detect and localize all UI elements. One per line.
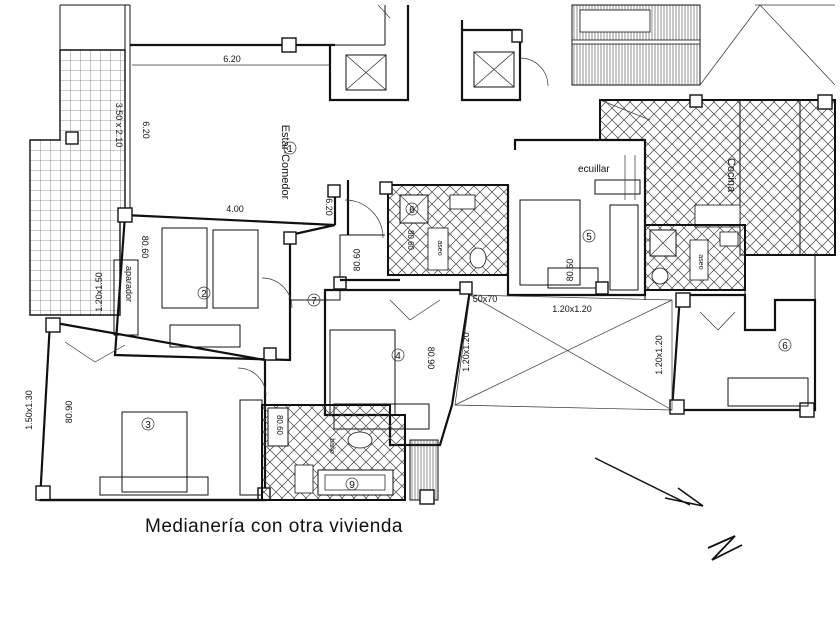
dim-0060-b: 80.60	[406, 230, 415, 251]
fixture-labels: aseo aseo baño	[328, 240, 704, 453]
dim-50x70: 50x70	[473, 294, 498, 304]
elevator-shaft-b	[460, 20, 549, 102]
hallway	[290, 234, 400, 301]
kitchen-label: Cocina	[725, 158, 737, 193]
dim-150x130: 1.50x1.30	[24, 390, 34, 430]
bathroom-9	[261, 404, 439, 505]
dim-0090-b: 80.90	[64, 401, 74, 424]
dim-120x120-a: 1.20x1.20	[552, 304, 592, 314]
dim-0060-e: 80.60	[275, 415, 284, 436]
room-6a-number: 6	[409, 205, 415, 216]
column	[65, 131, 79, 145]
room-7-number: 7	[311, 296, 317, 307]
dim-120x120-b: 1.20x1.20	[461, 332, 471, 372]
dim-080-b: 80.60	[352, 249, 362, 272]
room-3-number: 3	[145, 420, 151, 431]
dim-0090-a: 80.90	[426, 347, 436, 370]
patio	[454, 290, 673, 411]
room-9-number: 9	[349, 480, 355, 491]
bano-label: baño	[328, 438, 335, 454]
bedroom-6	[669, 255, 817, 418]
aparador-label: aparador	[124, 266, 134, 302]
room-labels: 1 Estar-Comedor 2 3 4 5 6 6 7 9 Cocina e…	[124, 125, 792, 491]
room-1-number: 1	[287, 144, 293, 155]
room-5-number: 5	[586, 232, 592, 243]
top-walls	[60, 4, 410, 102]
terrace-left	[29, 5, 126, 316]
bathroom-6a	[379, 181, 509, 276]
dim-620-mid: 6.20	[324, 198, 334, 216]
dim-080-c: 80.60	[565, 259, 575, 282]
room-1-name: Estar-Comedor	[279, 125, 291, 200]
bathroom-6b	[644, 224, 746, 291]
aseo-label-a: aseo	[436, 240, 443, 255]
room-4-number: 4	[395, 351, 401, 362]
room-marker	[283, 141, 297, 155]
aseo-label-b: aseo	[697, 254, 704, 269]
dim-400: 4.00	[226, 204, 244, 214]
ecuillar-label: ecuillar	[578, 164, 610, 175]
living-room	[129, 45, 384, 239]
dim-120x150: 1.20x1.50	[94, 272, 104, 312]
bedroom-2	[113, 207, 336, 362]
dim-620-left: 6.20	[141, 121, 151, 139]
dim-620-top: 6.20	[223, 54, 241, 64]
plan-caption: Medianería con otra vivienda	[145, 516, 403, 537]
dimension-labels: 6.20 3.50 x 2.10 6.20 4.00 6.20 80.60 1.…	[24, 54, 664, 436]
north-arrow-icon	[594, 457, 743, 561]
room-2-number: 2	[201, 289, 207, 300]
dim-120x120-c: 1.20x1.20	[654, 335, 664, 375]
elevator-shaft-a	[345, 54, 387, 91]
stair	[571, 4, 836, 86]
dim-350x210: 3.50 x 2.10	[114, 103, 124, 148]
dim-080-a: 80.60	[140, 236, 150, 259]
room-6b-number: 6	[782, 341, 788, 352]
